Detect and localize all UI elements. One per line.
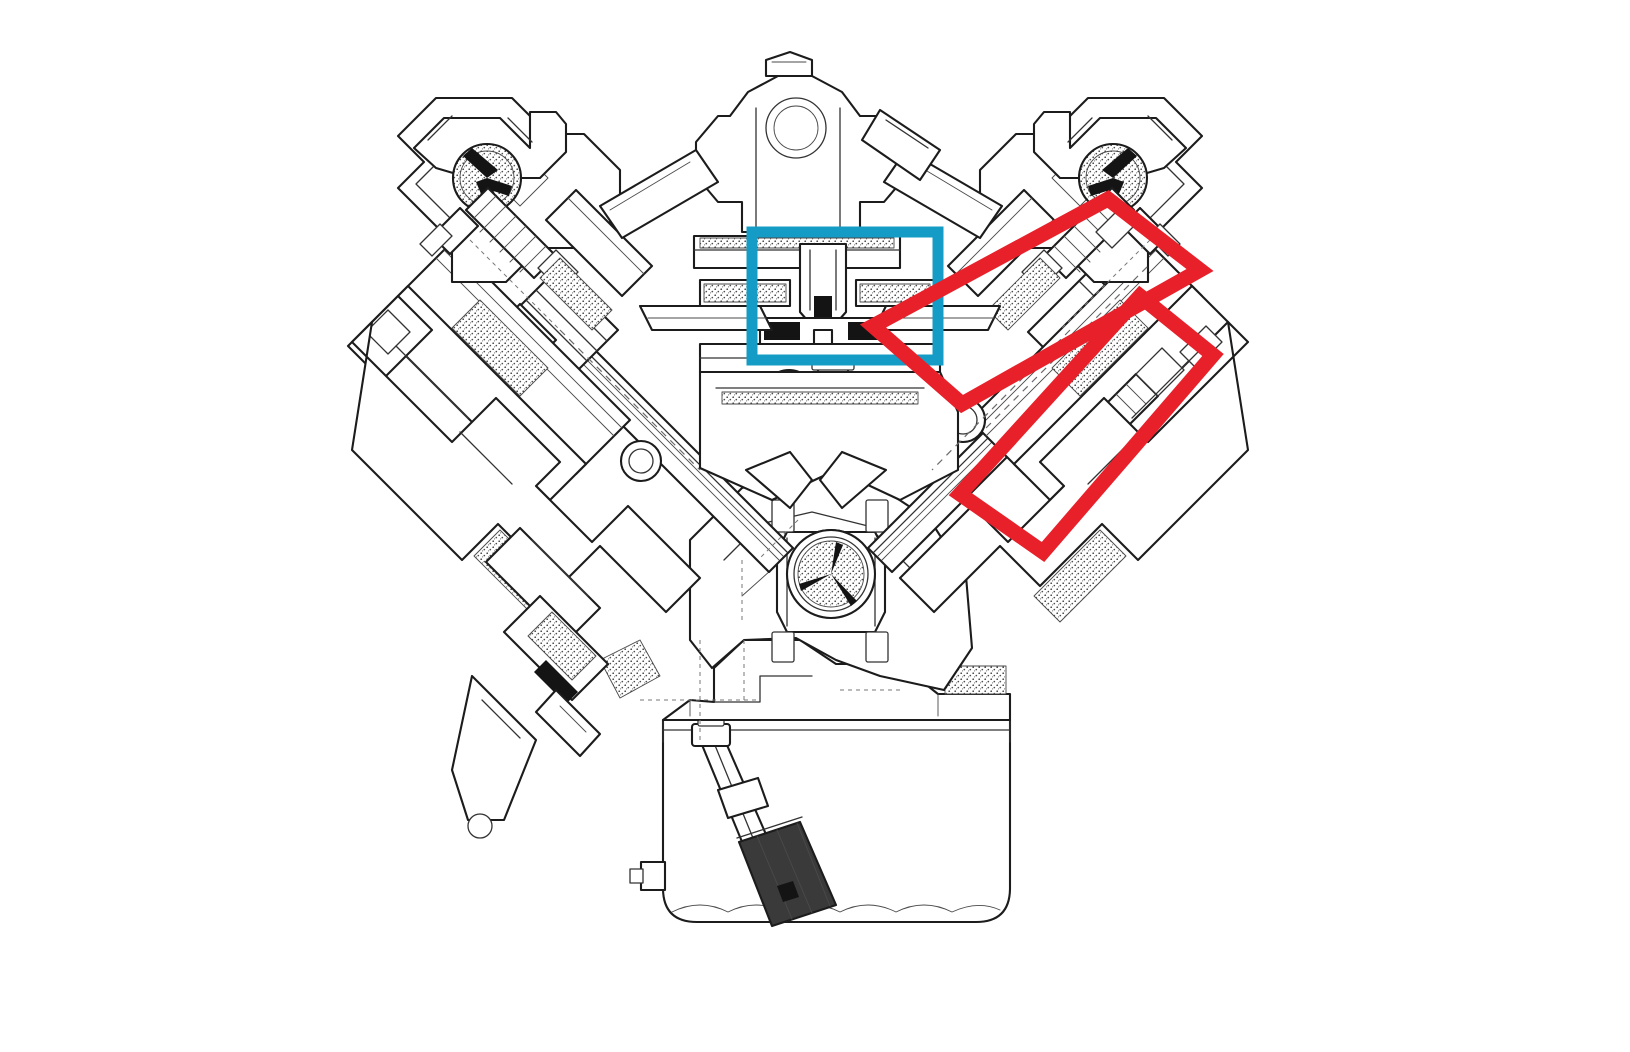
block-center-web [698, 370, 960, 510]
left-accessory-housing [450, 526, 610, 839]
left-cylinder-bank [346, 96, 702, 623]
crankshaft-journal [771, 499, 889, 663]
oil-drain-plug [629, 860, 667, 892]
spark-plug-pushrod-highlight[interactable] [948, 285, 1224, 563]
intake-manifold [598, 50, 1004, 240]
valve-lifter-assembly [638, 234, 1002, 374]
oil-pickup-screen [736, 816, 838, 928]
oil-pickup-assembly [690, 715, 838, 928]
cylinder-block-lower [599, 638, 1012, 722]
rocker-arm-highlight[interactable] [859, 190, 1214, 414]
